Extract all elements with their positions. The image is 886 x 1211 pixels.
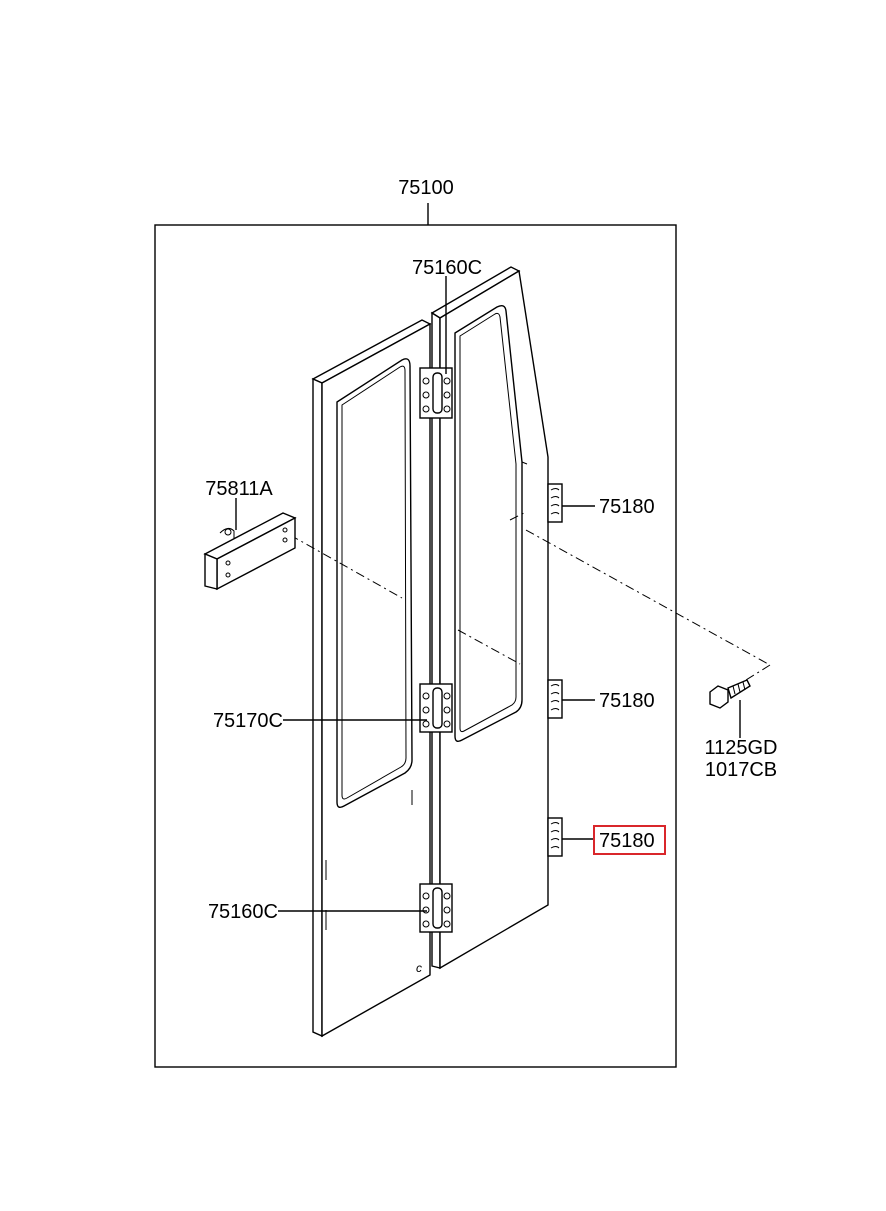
highlight-box xyxy=(593,825,666,855)
label-bolt-code-2[interactable]: 1017CB xyxy=(705,759,777,781)
left-door: c xyxy=(311,319,432,1038)
svg-text:c: c xyxy=(416,961,422,975)
hinge-lower xyxy=(419,883,453,933)
leader-lines xyxy=(235,276,741,912)
label-striker-3[interactable]: 75180 xyxy=(599,830,655,852)
label-hinge-middle[interactable]: 75170C xyxy=(213,710,283,732)
bolt xyxy=(709,679,751,709)
label-hinge-upper[interactable]: 75160C xyxy=(412,257,482,279)
hinge-middle xyxy=(419,683,453,733)
bracket xyxy=(203,512,297,591)
label-assembly[interactable]: 75100 xyxy=(398,177,454,199)
label-bolt-code-1[interactable]: 1125GD xyxy=(704,737,777,759)
label-striker-2[interactable]: 75180 xyxy=(599,690,655,712)
striker-3 xyxy=(547,817,563,857)
striker-2 xyxy=(547,679,563,719)
striker-1 xyxy=(547,483,563,523)
assembly-frame xyxy=(154,224,677,1068)
label-bracket[interactable]: 75811A xyxy=(205,478,273,500)
label-striker-1[interactable]: 75180 xyxy=(599,496,655,518)
label-hinge-lower[interactable]: 75160C xyxy=(208,901,278,923)
right-door xyxy=(430,266,549,970)
hinge-upper xyxy=(419,367,453,419)
center-lines xyxy=(289,511,771,681)
